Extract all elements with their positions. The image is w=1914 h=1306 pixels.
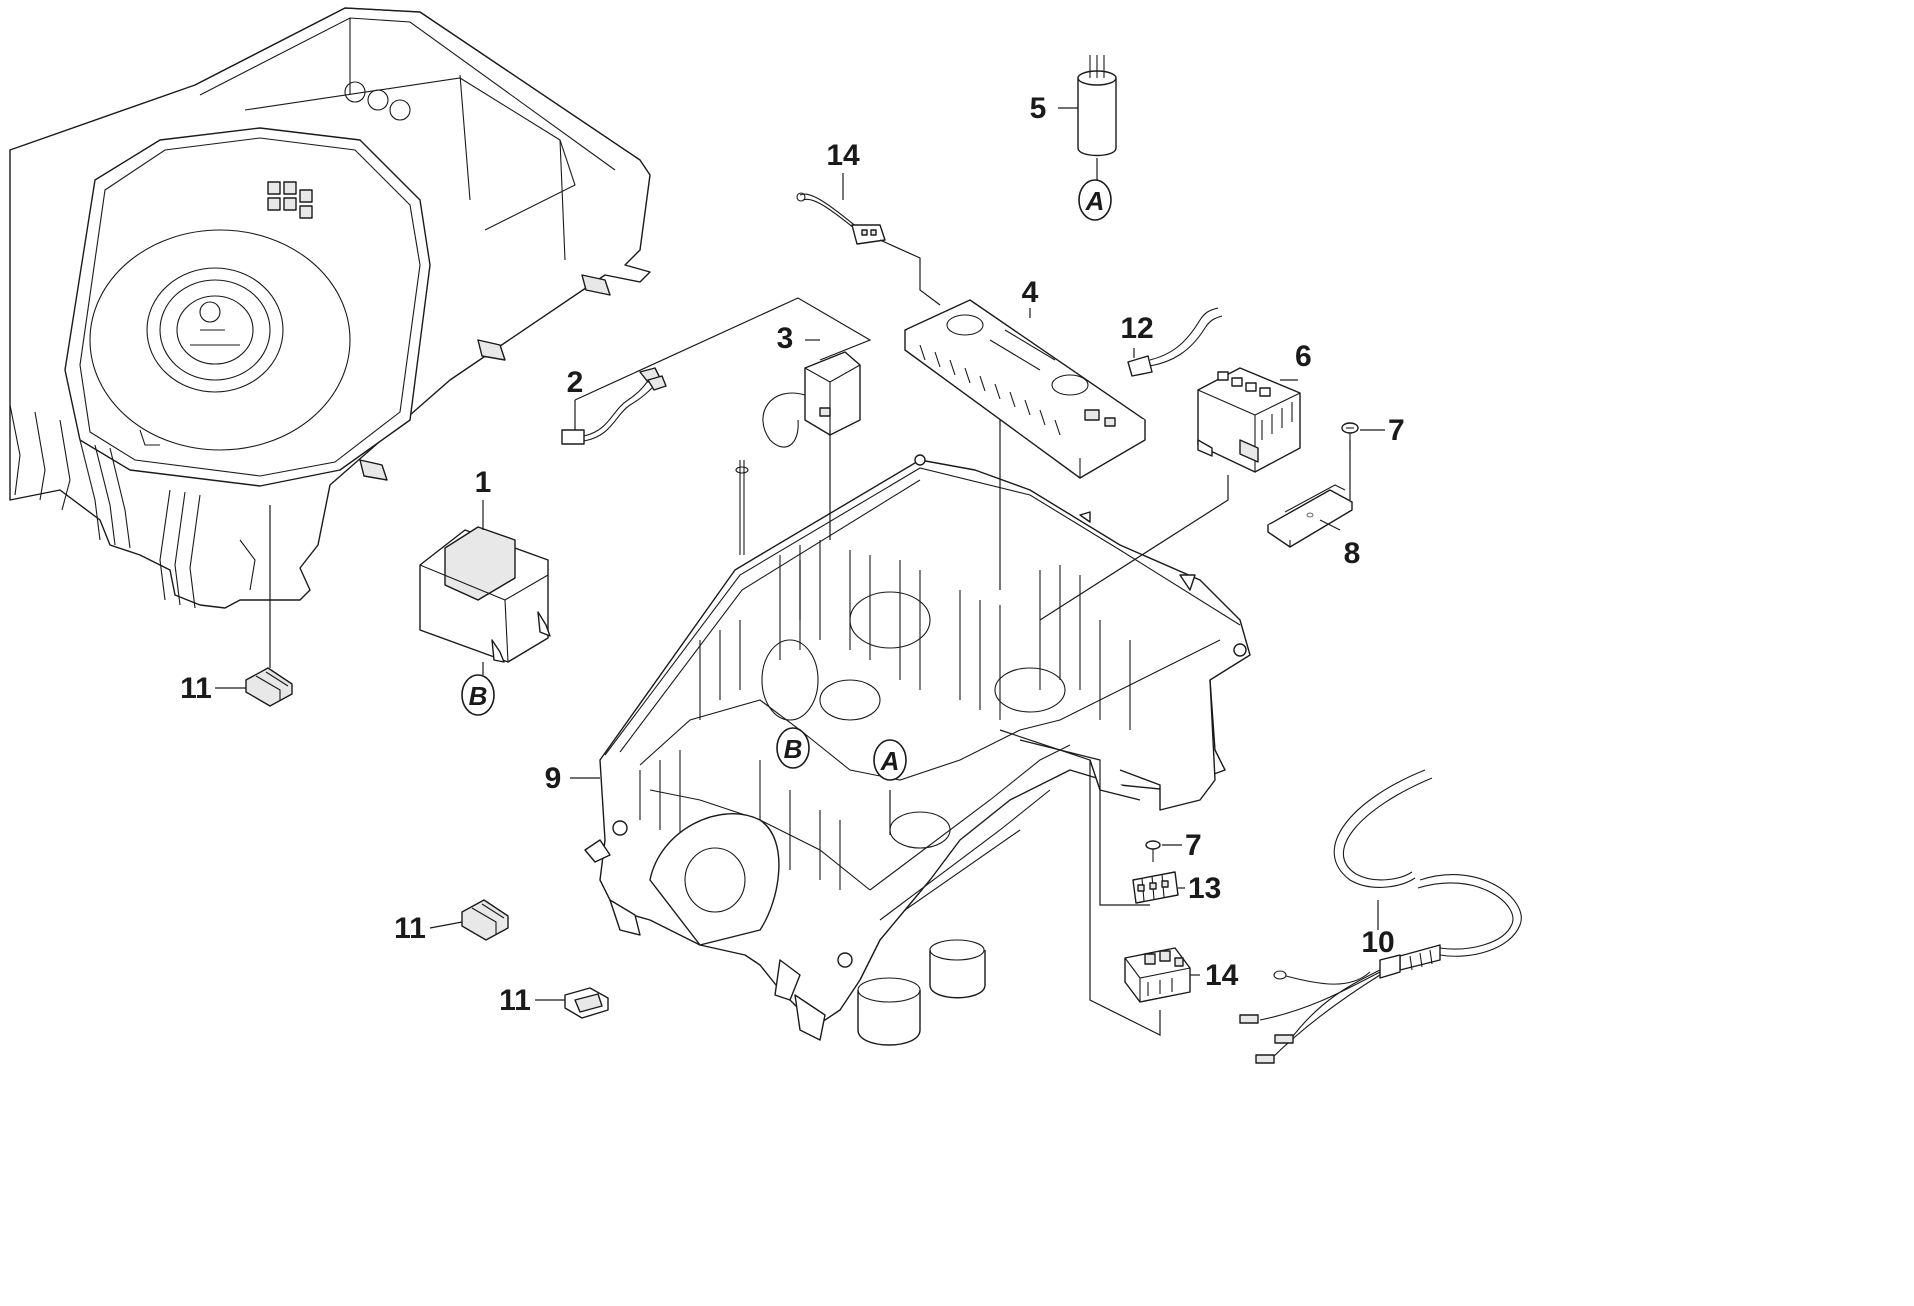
callout-7-lower: 7 bbox=[1185, 829, 1202, 862]
connector-cable bbox=[796, 192, 886, 245]
din-rail bbox=[1267, 484, 1353, 548]
ref-marker-b-housing: B bbox=[776, 727, 810, 769]
callout-14-upper: 14 bbox=[826, 139, 860, 172]
callout-12: 12 bbox=[1120, 312, 1153, 345]
wire-harness bbox=[561, 367, 667, 445]
callout-1: 1 bbox=[475, 466, 492, 499]
svg-text:B: B bbox=[469, 681, 488, 711]
clip-middle bbox=[461, 899, 509, 941]
relay bbox=[735, 351, 861, 555]
ref-marker-a-capacitor: A bbox=[1078, 179, 1112, 221]
main-housing bbox=[584, 454, 1251, 1046]
screw-lower bbox=[1145, 840, 1161, 862]
callout-5: 5 bbox=[1030, 92, 1047, 125]
callout-14-lower: 14 bbox=[1205, 959, 1239, 992]
terminal-block bbox=[1124, 947, 1191, 1003]
capacitor bbox=[1077, 55, 1117, 157]
power-cable bbox=[1239, 769, 1522, 1064]
callout-11-upper: 11 bbox=[180, 672, 212, 705]
svg-text:B: B bbox=[784, 734, 803, 764]
ref-marker-a-housing: A bbox=[873, 739, 907, 781]
callout-11-lower: 11 bbox=[499, 984, 531, 1017]
terminal-strip bbox=[1132, 871, 1179, 904]
callout-numbers: 1 2 3 4 5 6 7 7 8 9 10 11 11 11 12 13 14… bbox=[180, 92, 1405, 1017]
small-cable bbox=[1127, 307, 1223, 377]
callout-9: 9 bbox=[545, 762, 562, 795]
callout-3: 3 bbox=[777, 322, 794, 355]
callout-2: 2 bbox=[567, 366, 584, 399]
callout-7-upper: 7 bbox=[1388, 414, 1405, 447]
control-board bbox=[904, 299, 1146, 479]
callout-10: 10 bbox=[1361, 926, 1394, 959]
callout-11-middle: 11 bbox=[394, 912, 426, 945]
clip-lower bbox=[564, 987, 609, 1019]
leader-lines bbox=[215, 107, 1385, 1036]
callout-4: 4 bbox=[1022, 276, 1039, 309]
callout-13: 13 bbox=[1188, 872, 1221, 905]
contactor bbox=[1197, 367, 1301, 473]
callout-8: 8 bbox=[1344, 537, 1361, 570]
svg-text:A: A bbox=[1085, 186, 1105, 216]
svg-text:A: A bbox=[880, 746, 900, 776]
reference-markers: A B A B bbox=[461, 179, 1112, 781]
ref-marker-b-transformer: B bbox=[461, 674, 495, 716]
transformer bbox=[419, 526, 551, 663]
clip-upper bbox=[245, 667, 293, 707]
callout-6: 6 bbox=[1295, 340, 1312, 373]
top-cover bbox=[9, 7, 651, 609]
